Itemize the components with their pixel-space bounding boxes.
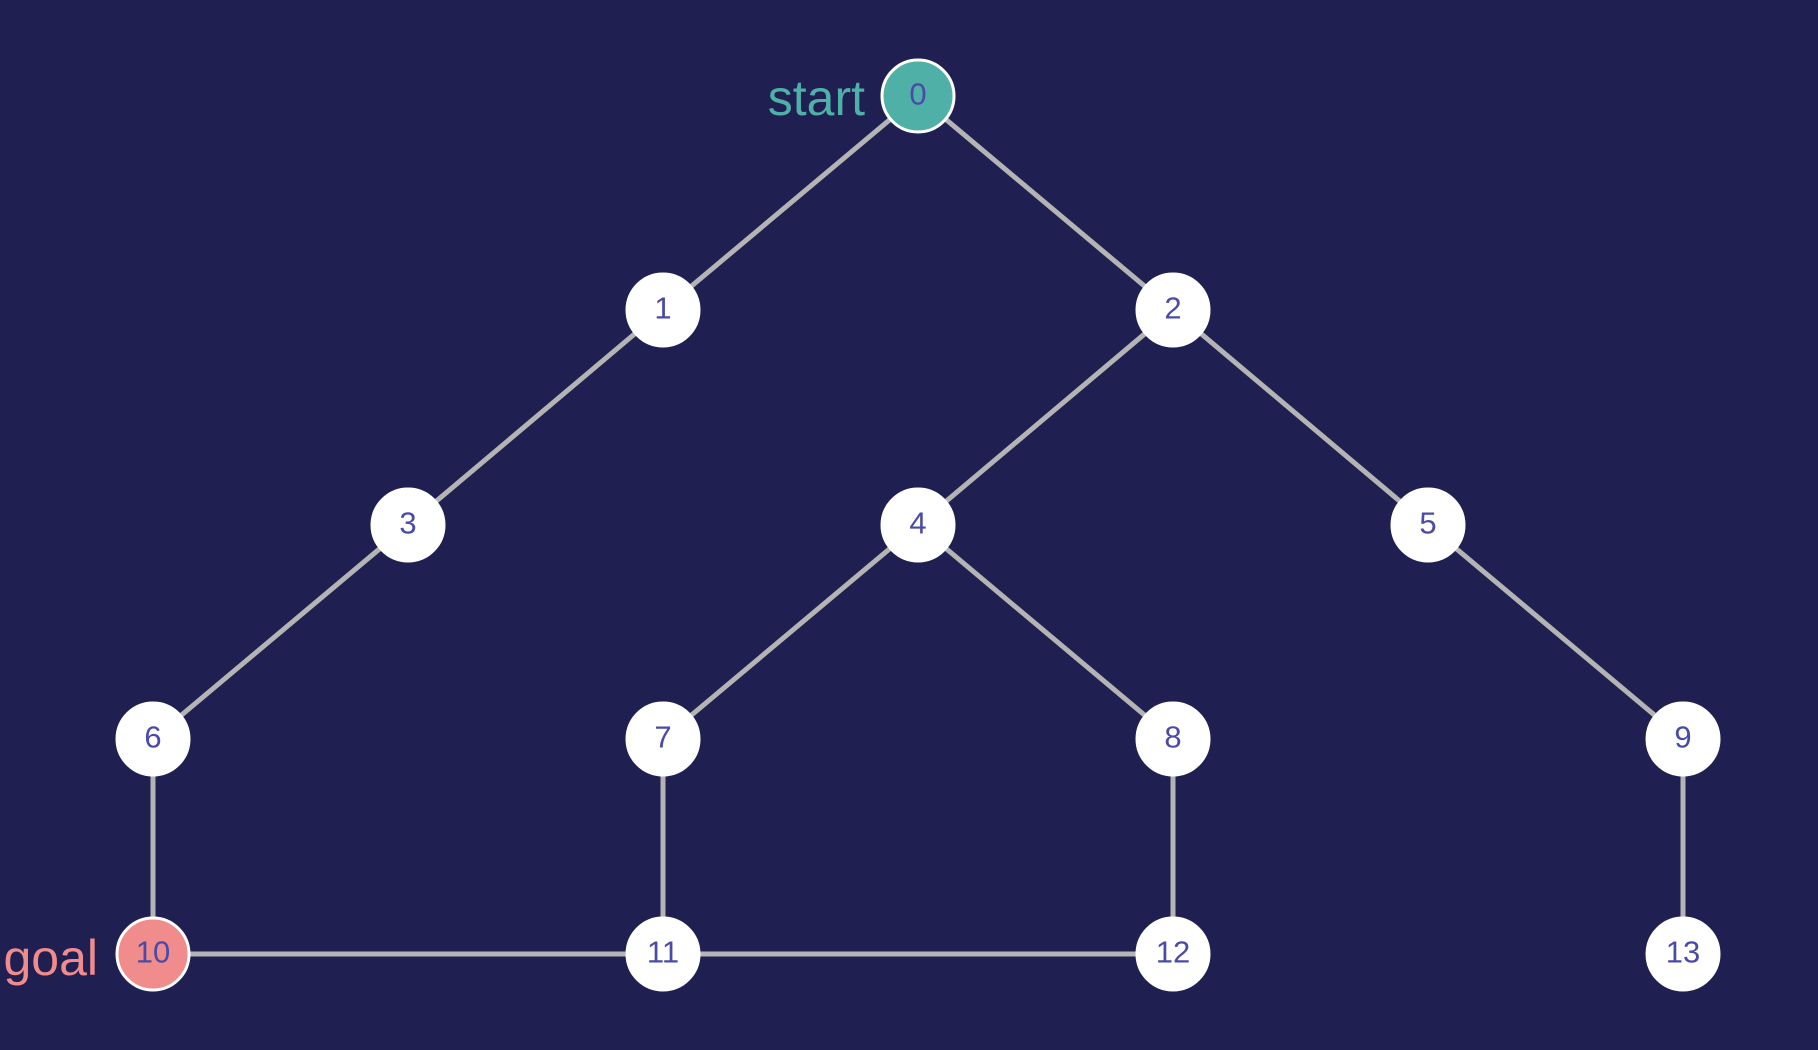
node-label-1: 1 — [654, 291, 671, 326]
edge-0-2 — [915, 93, 1176, 313]
node-circle-10 — [115, 916, 191, 992]
node-5: 5 — [1390, 487, 1466, 563]
node-label-5: 5 — [1419, 506, 1436, 541]
node-label-13: 13 — [1666, 935, 1700, 970]
node-7: 7 — [625, 701, 701, 777]
node-9: 9 — [1645, 701, 1721, 777]
node-11: 11 — [625, 916, 701, 992]
node-3: 3 — [370, 487, 446, 563]
node-8: 8 — [1135, 701, 1211, 777]
node-2: 2 — [1135, 272, 1211, 348]
edge-1-3 — [405, 307, 666, 528]
node-label-0: 0 — [909, 77, 926, 112]
edge-3-6 — [150, 522, 411, 742]
node-0: 0 — [880, 58, 956, 134]
node-circle-11 — [625, 916, 701, 992]
node-circle-3 — [370, 487, 446, 563]
node-label-4: 4 — [909, 506, 926, 541]
node-circle-12 — [1135, 916, 1211, 992]
node-label-10: 10 — [136, 935, 170, 970]
node-label-6: 6 — [144, 720, 161, 755]
node-label-3: 3 — [399, 506, 416, 541]
node-label-8: 8 — [1164, 720, 1181, 755]
markers-layer: start goal — [3, 70, 865, 986]
node-circle-2 — [1135, 272, 1211, 348]
node-label-9: 9 — [1674, 720, 1691, 755]
edge-4-8 — [915, 522, 1176, 742]
node-circle-13 — [1645, 916, 1721, 992]
node-label-2: 2 — [1164, 291, 1181, 326]
start-label: start — [768, 70, 865, 126]
node-12: 12 — [1135, 916, 1211, 992]
node-13: 13 — [1645, 916, 1721, 992]
node-circle-6 — [115, 701, 191, 777]
node-6: 6 — [115, 701, 191, 777]
node-label-12: 12 — [1156, 935, 1190, 970]
edge-0-1 — [660, 93, 921, 313]
node-circle-7 — [625, 701, 701, 777]
goal-label: goal — [3, 930, 98, 986]
edge-2-4 — [915, 307, 1176, 528]
node-circle-4 — [880, 487, 956, 563]
node-1: 1 — [625, 272, 701, 348]
node-circle-1 — [625, 272, 701, 348]
node-circle-0 — [880, 58, 956, 134]
node-circle-5 — [1390, 487, 1466, 563]
node-label-7: 7 — [654, 720, 671, 755]
node-circle-9 — [1645, 701, 1721, 777]
node-label-11: 11 — [647, 935, 679, 970]
node-10: 10 — [115, 916, 191, 992]
node-circle-8 — [1135, 701, 1211, 777]
edge-4-7 — [660, 522, 921, 742]
node-4: 4 — [880, 487, 956, 563]
edge-5-9 — [1425, 522, 1686, 742]
edge-2-5 — [1170, 307, 1431, 528]
